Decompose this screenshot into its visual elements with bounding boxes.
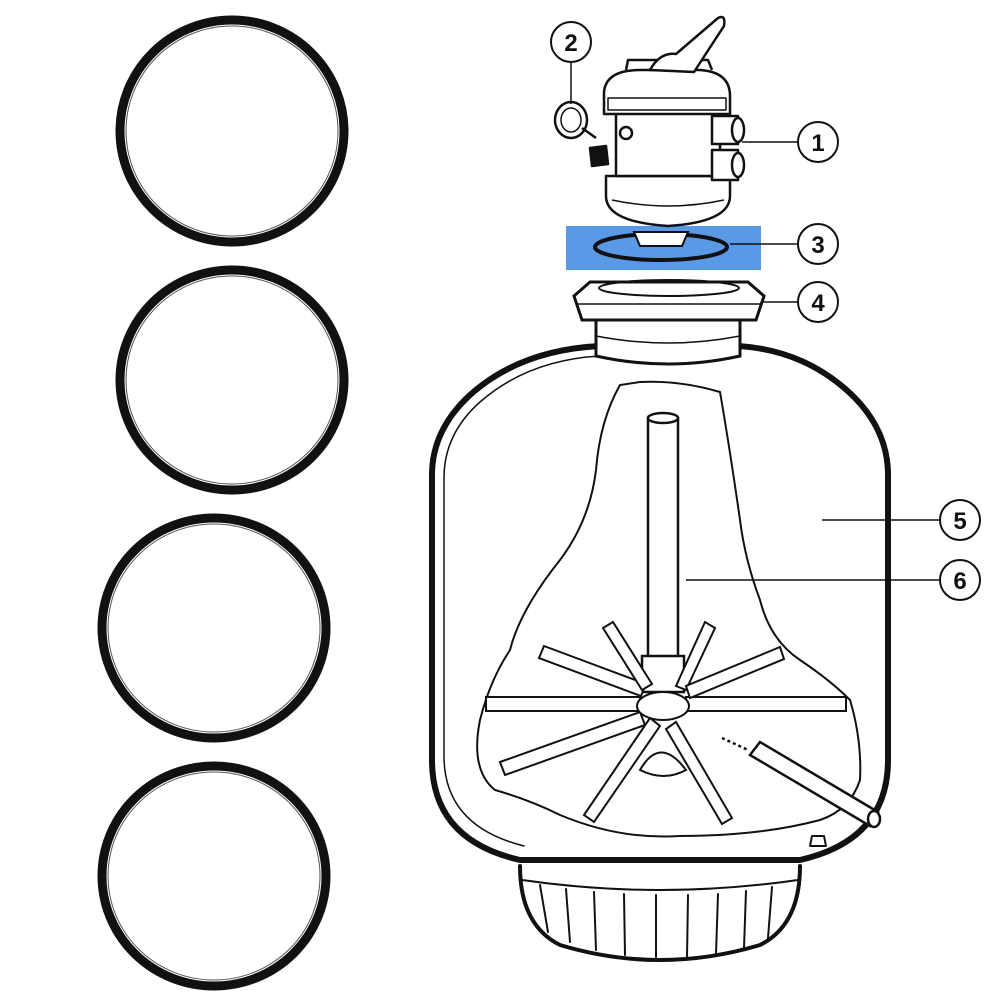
callout-1: 1 — [797, 121, 839, 163]
o-ring-4 — [97, 761, 331, 991]
callout-4: 4 — [797, 281, 839, 323]
pressure-gauge — [553, 100, 597, 140]
o-ring-part — [593, 231, 729, 262]
svg-text:2: 2 — [564, 30, 577, 57]
o-ring-3 — [97, 513, 331, 743]
laterals — [485, 620, 847, 826]
svg-text:3: 3 — [811, 232, 824, 259]
callout-6: 6 — [939, 559, 981, 601]
clamp-ring — [572, 279, 766, 322]
callout-2: 2 — [550, 21, 592, 63]
svg-text:5: 5 — [953, 508, 966, 535]
multiport-valve — [588, 15, 746, 228]
svg-text:1: 1 — [811, 130, 824, 157]
o-ring-set — [97, 15, 349, 991]
side-pipe — [721, 736, 882, 829]
tank-neck — [594, 318, 742, 366]
callout-3: 3 — [797, 223, 839, 265]
base-ribs — [539, 884, 773, 958]
cutaway-outline — [476, 380, 862, 838]
o-ring-2 — [115, 265, 349, 495]
leader-lines — [570, 62, 940, 581]
o-ring-1 — [115, 15, 349, 247]
tank — [429, 343, 891, 962]
svg-text:4: 4 — [811, 290, 825, 317]
standpipe — [640, 411, 686, 694]
svg-text:6: 6 — [953, 568, 966, 595]
callout-5: 5 — [939, 499, 981, 541]
